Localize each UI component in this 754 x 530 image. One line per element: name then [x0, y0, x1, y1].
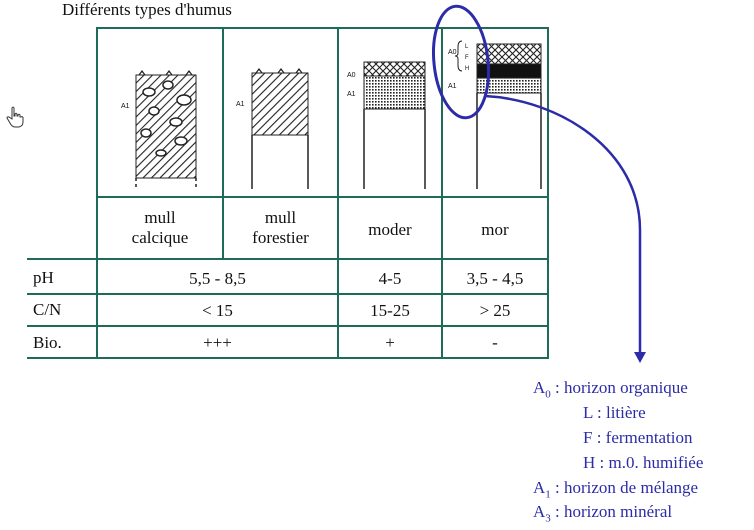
bio-mor-value: -	[492, 333, 498, 352]
ph-moder-value: 4-5	[378, 269, 402, 288]
legend-f: F : fermentation	[583, 428, 693, 447]
legend-a3: A3 : horizon minéral	[533, 502, 673, 525]
bio-moder-value: +	[385, 333, 395, 352]
label-a0-mor: A0	[448, 49, 457, 56]
label-a1-mull-calcique: A1	[121, 103, 130, 110]
label-a0-moder: A0	[347, 72, 356, 79]
page-title: Différents types d'humus	[62, 0, 232, 19]
legend-a1: A1 : horizon de mélange	[533, 478, 699, 501]
label-a1-mull-forestier: A1	[236, 101, 245, 108]
type-mull-forestier: mull forestier	[252, 208, 309, 247]
profile-moder: A0 A1	[347, 61, 426, 189]
grid-col-1	[222, 27, 224, 260]
profile-mull-forestier: A1	[236, 68, 309, 189]
annotation-arrow-head	[634, 352, 646, 363]
cn-mull-value: < 15	[202, 301, 233, 320]
legend-l: L : litière	[583, 403, 646, 422]
row-label-bio: Bio.	[33, 333, 62, 352]
cn-mor-value: > 25	[479, 301, 511, 320]
ph-mor-value: 3,5 - 4,5	[466, 269, 524, 288]
legend-a0: A0 : horizon organique	[533, 378, 688, 401]
cn-moder-value: 15-25	[370, 301, 410, 320]
profile-mor: A0 L F H A1	[448, 40, 542, 189]
grid-bottom-line	[27, 357, 549, 359]
ph-mull-value: 5,5 - 8,5	[189, 269, 246, 288]
profile-mull-calcique: A1	[121, 70, 197, 189]
grid-col-left	[96, 27, 98, 359]
grid-top-line	[96, 27, 549, 29]
type-mor: mor	[481, 220, 509, 239]
humus-profiles-figure: A1 A1 A0 A1 A0 L F H A1	[121, 40, 542, 189]
grid-line-ph-top	[27, 258, 549, 260]
grid-line-bio-top	[27, 325, 549, 327]
hand-pointer-icon	[6, 106, 24, 128]
grid-line-types-top	[96, 196, 549, 198]
label-f-mor: F	[465, 55, 469, 61]
type-moder: moder	[368, 220, 412, 239]
label-a1-moder: A1	[347, 91, 356, 98]
bio-mull-value: +++	[203, 333, 232, 352]
legend-h: H : m.0. humifiée	[583, 453, 704, 472]
grid-col-3	[441, 27, 443, 359]
label-a1-mor: A1	[448, 83, 457, 90]
row-label-cn: C/N	[33, 300, 62, 319]
grid-line-cn-top	[27, 293, 549, 295]
label-h-mor: H	[465, 66, 469, 72]
grid-col-2	[337, 27, 339, 359]
type-mull-calcique: mull calcique	[131, 208, 189, 247]
row-label-ph: pH	[33, 268, 54, 287]
label-l-mor: L	[465, 44, 469, 50]
